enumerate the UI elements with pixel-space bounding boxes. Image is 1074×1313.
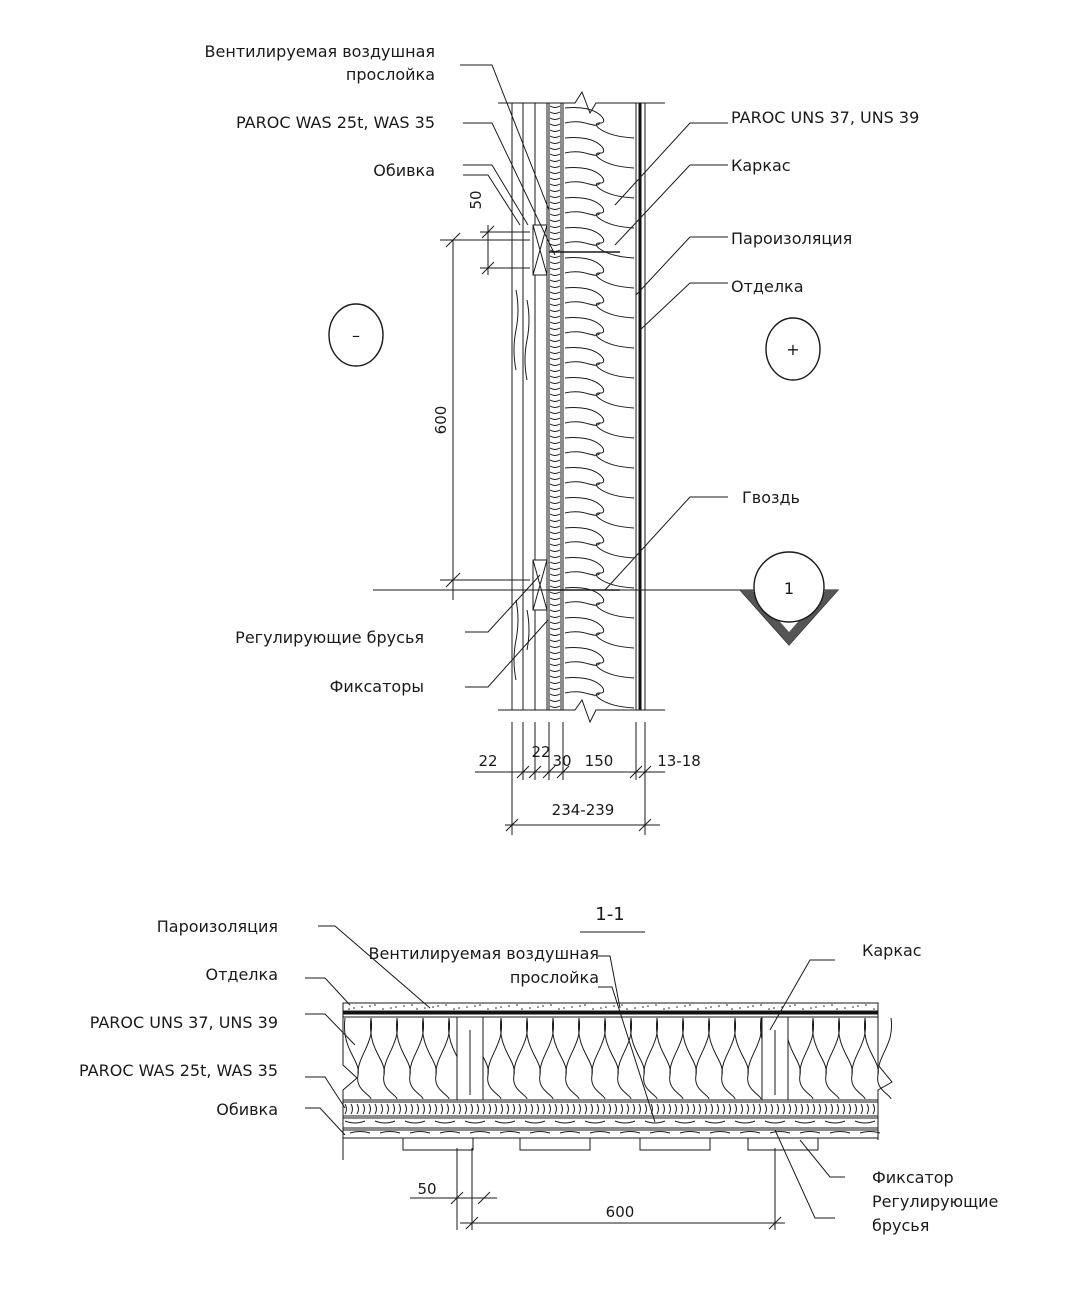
dim-total: 234-239 [552, 801, 615, 819]
section-marker: 1 [784, 579, 794, 598]
interior-symbol: + [786, 340, 799, 359]
section-title: 1-1 [595, 904, 624, 925]
was-hatch [549, 105, 561, 708]
exterior-symbol: – [352, 326, 360, 345]
label-b-otdelka: Отделка [205, 965, 278, 984]
insulation-pattern-horizontal [343, 1017, 893, 1100]
label-b-obivka: Обивка [216, 1100, 278, 1119]
label-paroizolyatsiya: Пароизоляция [731, 229, 852, 248]
label-vent-gap-1: Вентилируемая воздушная [205, 42, 435, 61]
dim-b-600: 600 [606, 1203, 635, 1221]
dim-30: 30 [552, 752, 571, 770]
label-b-vent-gap-1: Вентилируемая воздушная [369, 944, 599, 963]
label-regulating-bars: Регулирующие брусья [235, 628, 424, 647]
label-b-paroizolyatsiya: Пароизоляция [157, 917, 278, 936]
dim-150: 150 [585, 752, 614, 770]
label-b-paroc-uns: PAROC UNS 37, UNS 39 [90, 1013, 278, 1032]
label-b-regulating-1: Регулирующие [872, 1192, 998, 1211]
label-gvozd: Гвоздь [742, 488, 800, 507]
dim-600-vertical: 600 [432, 406, 450, 435]
label-otdelka: Отделка [731, 277, 804, 296]
label-b-paroc-was: PAROC WAS 25t, WAS 35 [79, 1061, 278, 1080]
label-paroc-was: PAROC WAS 25t, WAS 35 [236, 113, 435, 132]
horizontal-section-1-1: 1-1 Пароизоля [79, 904, 998, 1235]
label-paroc-uns: PAROC UNS 37, UNS 39 [731, 108, 919, 127]
dim-22a: 22 [478, 752, 497, 770]
dim-13-18: 13-18 [657, 752, 701, 770]
dim-50-vertical: 50 [467, 190, 485, 209]
wood-grain [513, 289, 530, 681]
regulating-bars [532, 224, 548, 611]
dim-22b: 22 [531, 743, 550, 761]
label-vent-gap-2: прослойка [346, 65, 435, 84]
label-b-fiksator: Фиксатор [872, 1168, 954, 1187]
label-fiksatory: Фиксаторы [330, 677, 424, 696]
vertical-wall-section: 1 – + Вентилируемая воздушная прослойка … [205, 42, 919, 835]
label-b-regulating-2: брусья [872, 1216, 929, 1235]
label-b-vent-gap-2: прослойка [510, 968, 599, 987]
was-hatch-horizontal [344, 1103, 875, 1115]
finish-stipple [348, 1004, 875, 1010]
label-obivka: Обивка [373, 161, 435, 180]
insulation-pattern [564, 106, 635, 709]
label-karkas: Каркас [731, 156, 791, 175]
cladding-boards [344, 1120, 881, 1151]
dim-b-50: 50 [417, 1180, 436, 1198]
label-b-karkas: Каркас [862, 941, 922, 960]
